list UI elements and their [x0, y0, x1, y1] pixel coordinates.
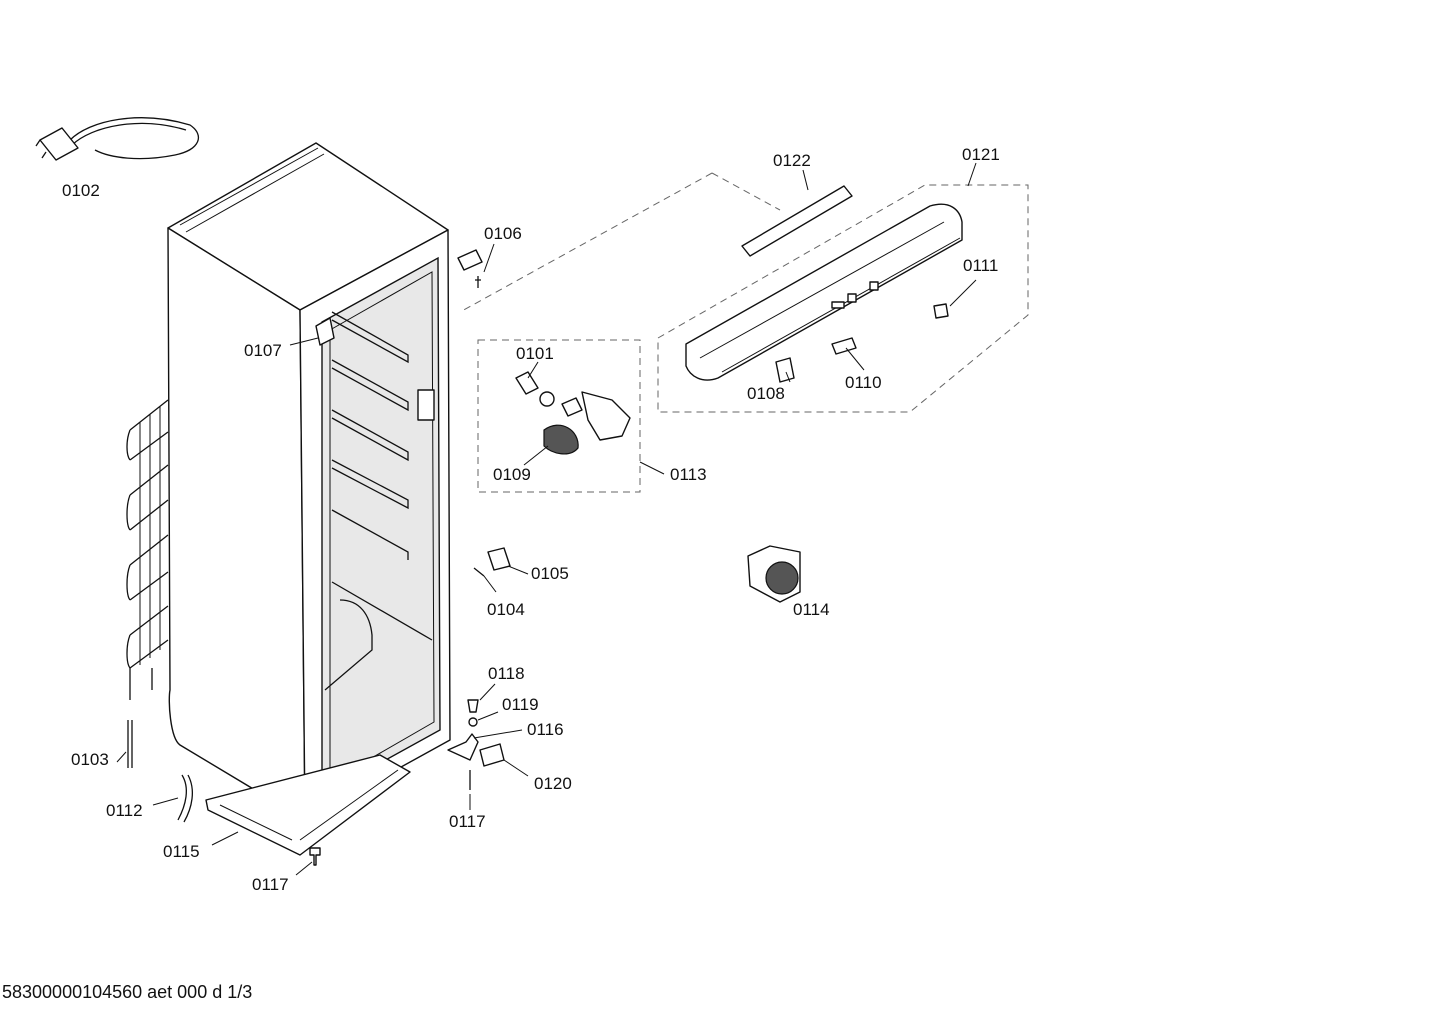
screw-part [309, 847, 321, 866]
control-panel [685, 203, 963, 381]
label-0109: 0109 [493, 465, 531, 484]
top-hinge-part [457, 249, 483, 271]
small-pin-part [473, 567, 485, 577]
hinge-part [315, 249, 483, 346]
label-0116: 0116 [527, 720, 564, 739]
cabinet-liner [321, 256, 441, 797]
bottom-hinge-group [447, 699, 505, 790]
base-plate [205, 754, 411, 856]
fan-part [747, 545, 801, 603]
label-0110: 0110 [845, 373, 882, 392]
label-0102: 0102 [62, 181, 100, 200]
control-slot [417, 389, 435, 421]
label-0101: 0101 [516, 344, 554, 363]
cabinet-body [167, 142, 451, 856]
label-0119: 0119 [502, 695, 539, 714]
label-0118: 0118 [488, 664, 525, 683]
label-0104: 0104 [487, 600, 525, 619]
power-cord-part [35, 117, 200, 161]
button-part-0110 [831, 337, 857, 355]
label-0117-base: 0117 [252, 875, 289, 894]
circuit-board-part [741, 185, 853, 257]
label-0107: 0107 [244, 341, 282, 360]
label-0105: 0105 [531, 564, 569, 583]
label-0122: 0122 [773, 151, 811, 170]
label-0120: 0120 [534, 774, 572, 793]
condenser-coil [126, 399, 169, 700]
control-group-box [657, 184, 1029, 413]
label-0121: 0121 [962, 145, 1000, 164]
label-0111: 0111 [963, 256, 999, 275]
label-0106: 0106 [484, 224, 522, 243]
knob-part-0111 [933, 303, 949, 319]
label-0112: 0112 [106, 801, 143, 820]
label-0115: 0115 [163, 842, 200, 861]
label-0113: 0113 [670, 465, 707, 484]
document-footer: 58300000104560 aet 000 d 1/3 [2, 982, 253, 1002]
switch-part-0108 [775, 357, 795, 383]
switch-part [487, 547, 511, 571]
lamp-assembly [515, 371, 631, 455]
hose-part [177, 774, 194, 823]
cabinet-side [167, 227, 306, 821]
label-0114: 0114 [793, 600, 830, 619]
leader-lines [116, 162, 977, 876]
lamp-group-box [477, 339, 641, 493]
label-0117-hinge: 0117 [449, 812, 486, 831]
label-0103: 0103 [71, 750, 109, 769]
drain-tube-part [127, 720, 133, 768]
label-0108: 0108 [747, 384, 785, 403]
